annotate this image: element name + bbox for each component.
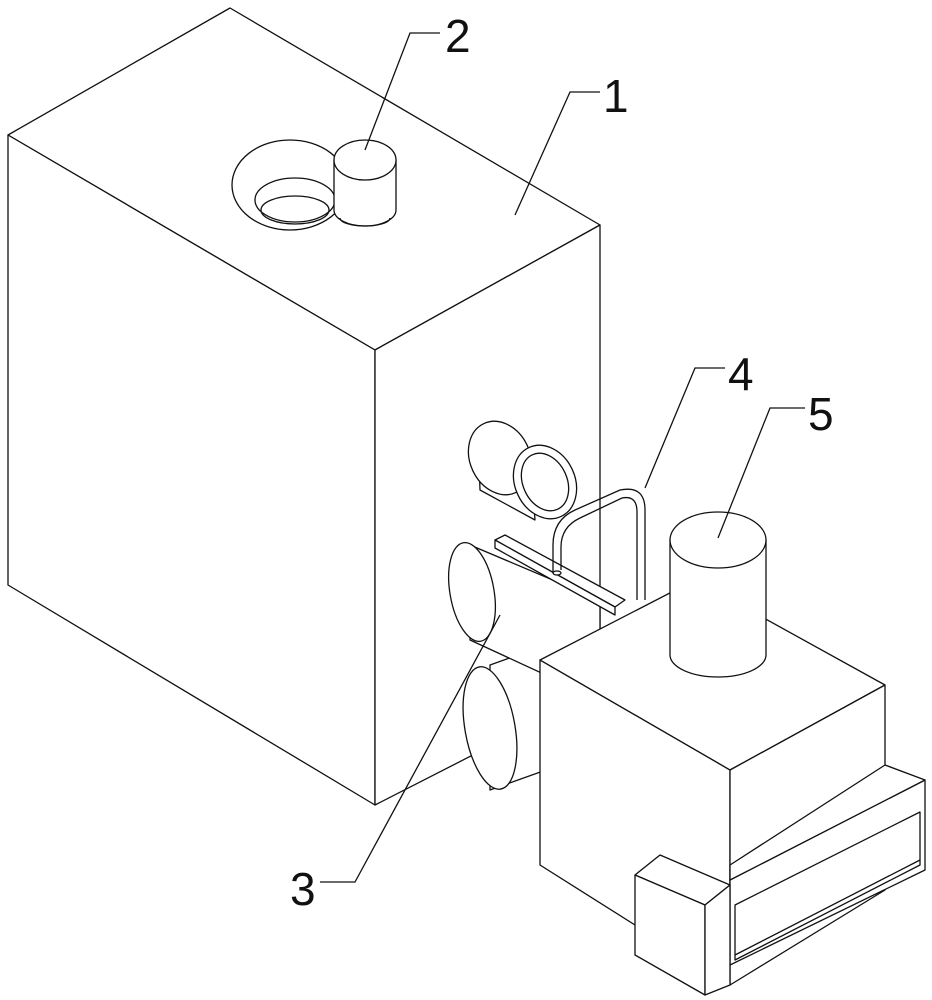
label-5: 5 (808, 388, 834, 440)
top-opening (232, 140, 348, 230)
label-1: 1 (603, 70, 629, 122)
label-4: 4 (728, 348, 754, 400)
label-3: 3 (290, 863, 316, 915)
label-2: 2 (445, 10, 471, 62)
part-2-cap (334, 140, 396, 226)
